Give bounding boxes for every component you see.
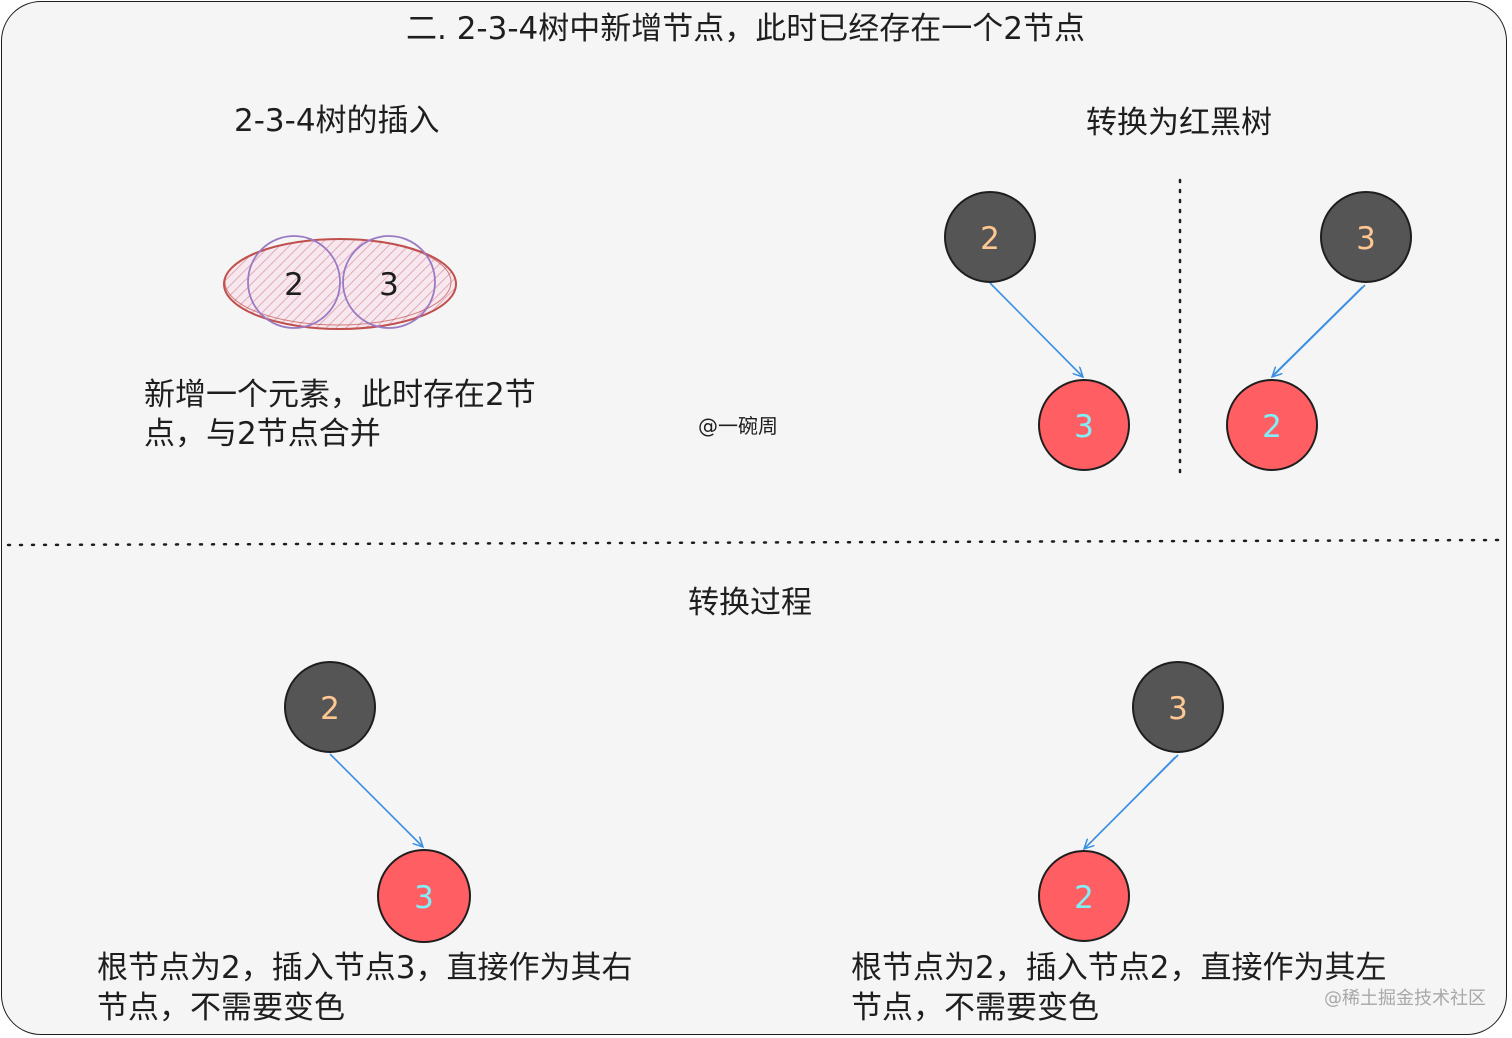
black-node-label: 2 [320,691,340,727]
black-node [1320,191,1412,283]
page-title: 二. 2-3-4树中新增节点，此时已经存在一个2节点 [406,11,1085,47]
merged-key-right: 3 [379,267,399,303]
red-node-label: 2 [1074,880,1094,916]
black-node [944,191,1036,283]
merged-key-circle-left [247,235,341,329]
top-tree-right-insert: 2 3 [944,191,1130,471]
tree-edge [1272,284,1366,377]
bottom-tree-right-insert: 2 3 [284,661,471,943]
merged-key-circle-right [342,235,436,329]
right-insert-description: 根节点为2，插入节点3，直接作为其右 节点，不需要变色 [97,950,633,1026]
red-node [1226,379,1318,471]
right-section-heading: 转换为红黑树 [1086,105,1272,141]
red-node-label: 3 [414,880,434,916]
red-node [1038,850,1130,942]
black-node-label: 3 [1168,691,1188,727]
process-heading: 转换过程 [688,585,812,621]
merged-node-outline-sketch [224,238,452,326]
left-section-heading: 2-3-4树的插入 [234,103,440,139]
horizontal-divider [6,538,1507,547]
red-node-label: 2 [1262,409,1282,445]
tree-edge [329,753,423,847]
black-node-label: 3 [1356,221,1376,257]
left-insert-description: 根节点为2，插入节点2，直接作为其左 节点，不需要变色 [851,950,1387,1026]
red-node [1038,379,1130,471]
merged-key-left: 2 [284,267,304,303]
merge-description: 新增一个元素，此时存在2节 点，与2节点合并 [144,377,536,452]
top-tree-left-insert: 3 2 [1226,191,1412,471]
black-node-label: 2 [980,221,1000,257]
red-node-label: 3 [1074,409,1094,445]
black-node [284,661,376,753]
black-node [1132,661,1224,753]
author-watermark: @一碗周 [698,414,778,438]
red-node [377,849,471,943]
tree-edge [989,282,1083,377]
merged-2-3-node: 2 3 [223,235,457,330]
site-watermark: @稀土掘金技术社区 [1324,988,1486,1009]
bottom-tree-left-insert: 3 2 [1038,661,1224,942]
tree-edge-sketch [1273,286,1363,375]
tree-edge-sketch [1086,756,1176,847]
